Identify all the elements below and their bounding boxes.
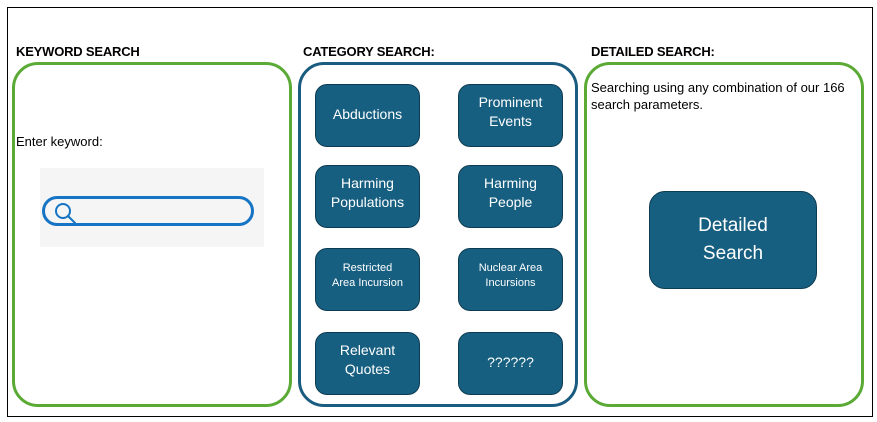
category-button-label: Relevant Quotes	[339, 341, 396, 377]
category-button-harming-populations[interactable]: Harming Populations	[315, 165, 420, 228]
category-button-relevant-quotes[interactable]: Relevant Quotes	[315, 332, 420, 395]
category-button-label: Harming Populations	[330, 174, 405, 210]
category-search-heading: CATEGORY SEARCH:	[303, 44, 435, 59]
keyword-search-panel	[12, 62, 292, 407]
detailed-search-heading: DETAILED SEARCH:	[591, 44, 715, 59]
category-search-panel	[298, 62, 578, 407]
search-icon	[55, 203, 76, 224]
category-button-abductions[interactable]: Abductions	[315, 84, 420, 147]
keyword-search-input[interactable]	[42, 196, 254, 226]
category-button-unknown[interactable]: ??????	[458, 332, 563, 395]
keyword-search-heading: KEYWORD SEARCH	[16, 44, 140, 59]
category-button-label: Nuclear Area Incursions	[478, 261, 543, 289]
detailed-search-button[interactable]: Detailed Search	[649, 191, 817, 289]
category-button-nuclear-area-incursions[interactable]: Nuclear Area Incursions	[458, 248, 563, 311]
category-button-label: ??????	[487, 354, 534, 370]
detailed-search-panel	[584, 62, 864, 407]
detailed-search-description: Searching using any combination of our 1…	[591, 80, 845, 112]
category-button-label: Prominent Events	[478, 93, 543, 129]
category-button-label: Restricted Area Incursion	[332, 261, 403, 289]
category-button-restricted-area-incursion[interactable]: Restricted Area Incursion	[315, 248, 420, 311]
category-button-prominent-events[interactable]: Prominent Events	[458, 84, 563, 147]
category-button-label: Harming People	[484, 174, 537, 210]
detailed-search-button-label: Detailed Search	[698, 215, 768, 264]
category-button-harming-people[interactable]: Harming People	[458, 165, 563, 228]
enter-keyword-label: Enter keyword:	[16, 134, 103, 149]
category-button-label: Abductions	[332, 106, 403, 122]
